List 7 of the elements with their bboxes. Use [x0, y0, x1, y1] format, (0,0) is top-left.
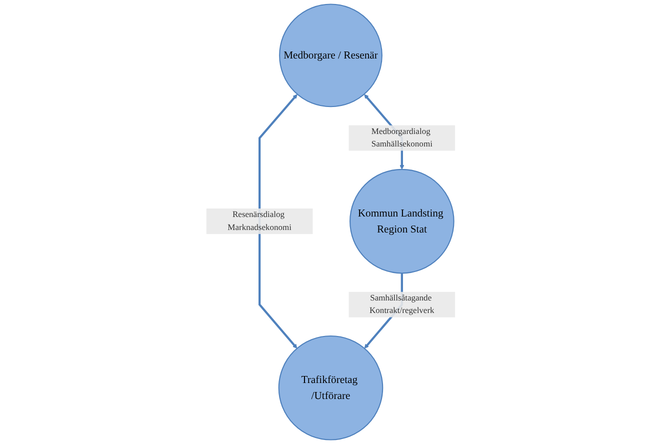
node-circle: Trafikföretag /Utförare [278, 335, 384, 440]
arrow [258, 94, 298, 349]
edge-label: Resenärsdialog Marknadsekonomi [228, 210, 292, 232]
node-circle: Kommun Landsting Region Stat [350, 168, 455, 274]
edge-label: Samhällsåtagande Kontrakt/regelverk [370, 293, 435, 316]
node-circle: Medborgare / Resenär [279, 4, 383, 108]
edge-label: Medborgardialog Samhällsekonomi [372, 126, 433, 149]
